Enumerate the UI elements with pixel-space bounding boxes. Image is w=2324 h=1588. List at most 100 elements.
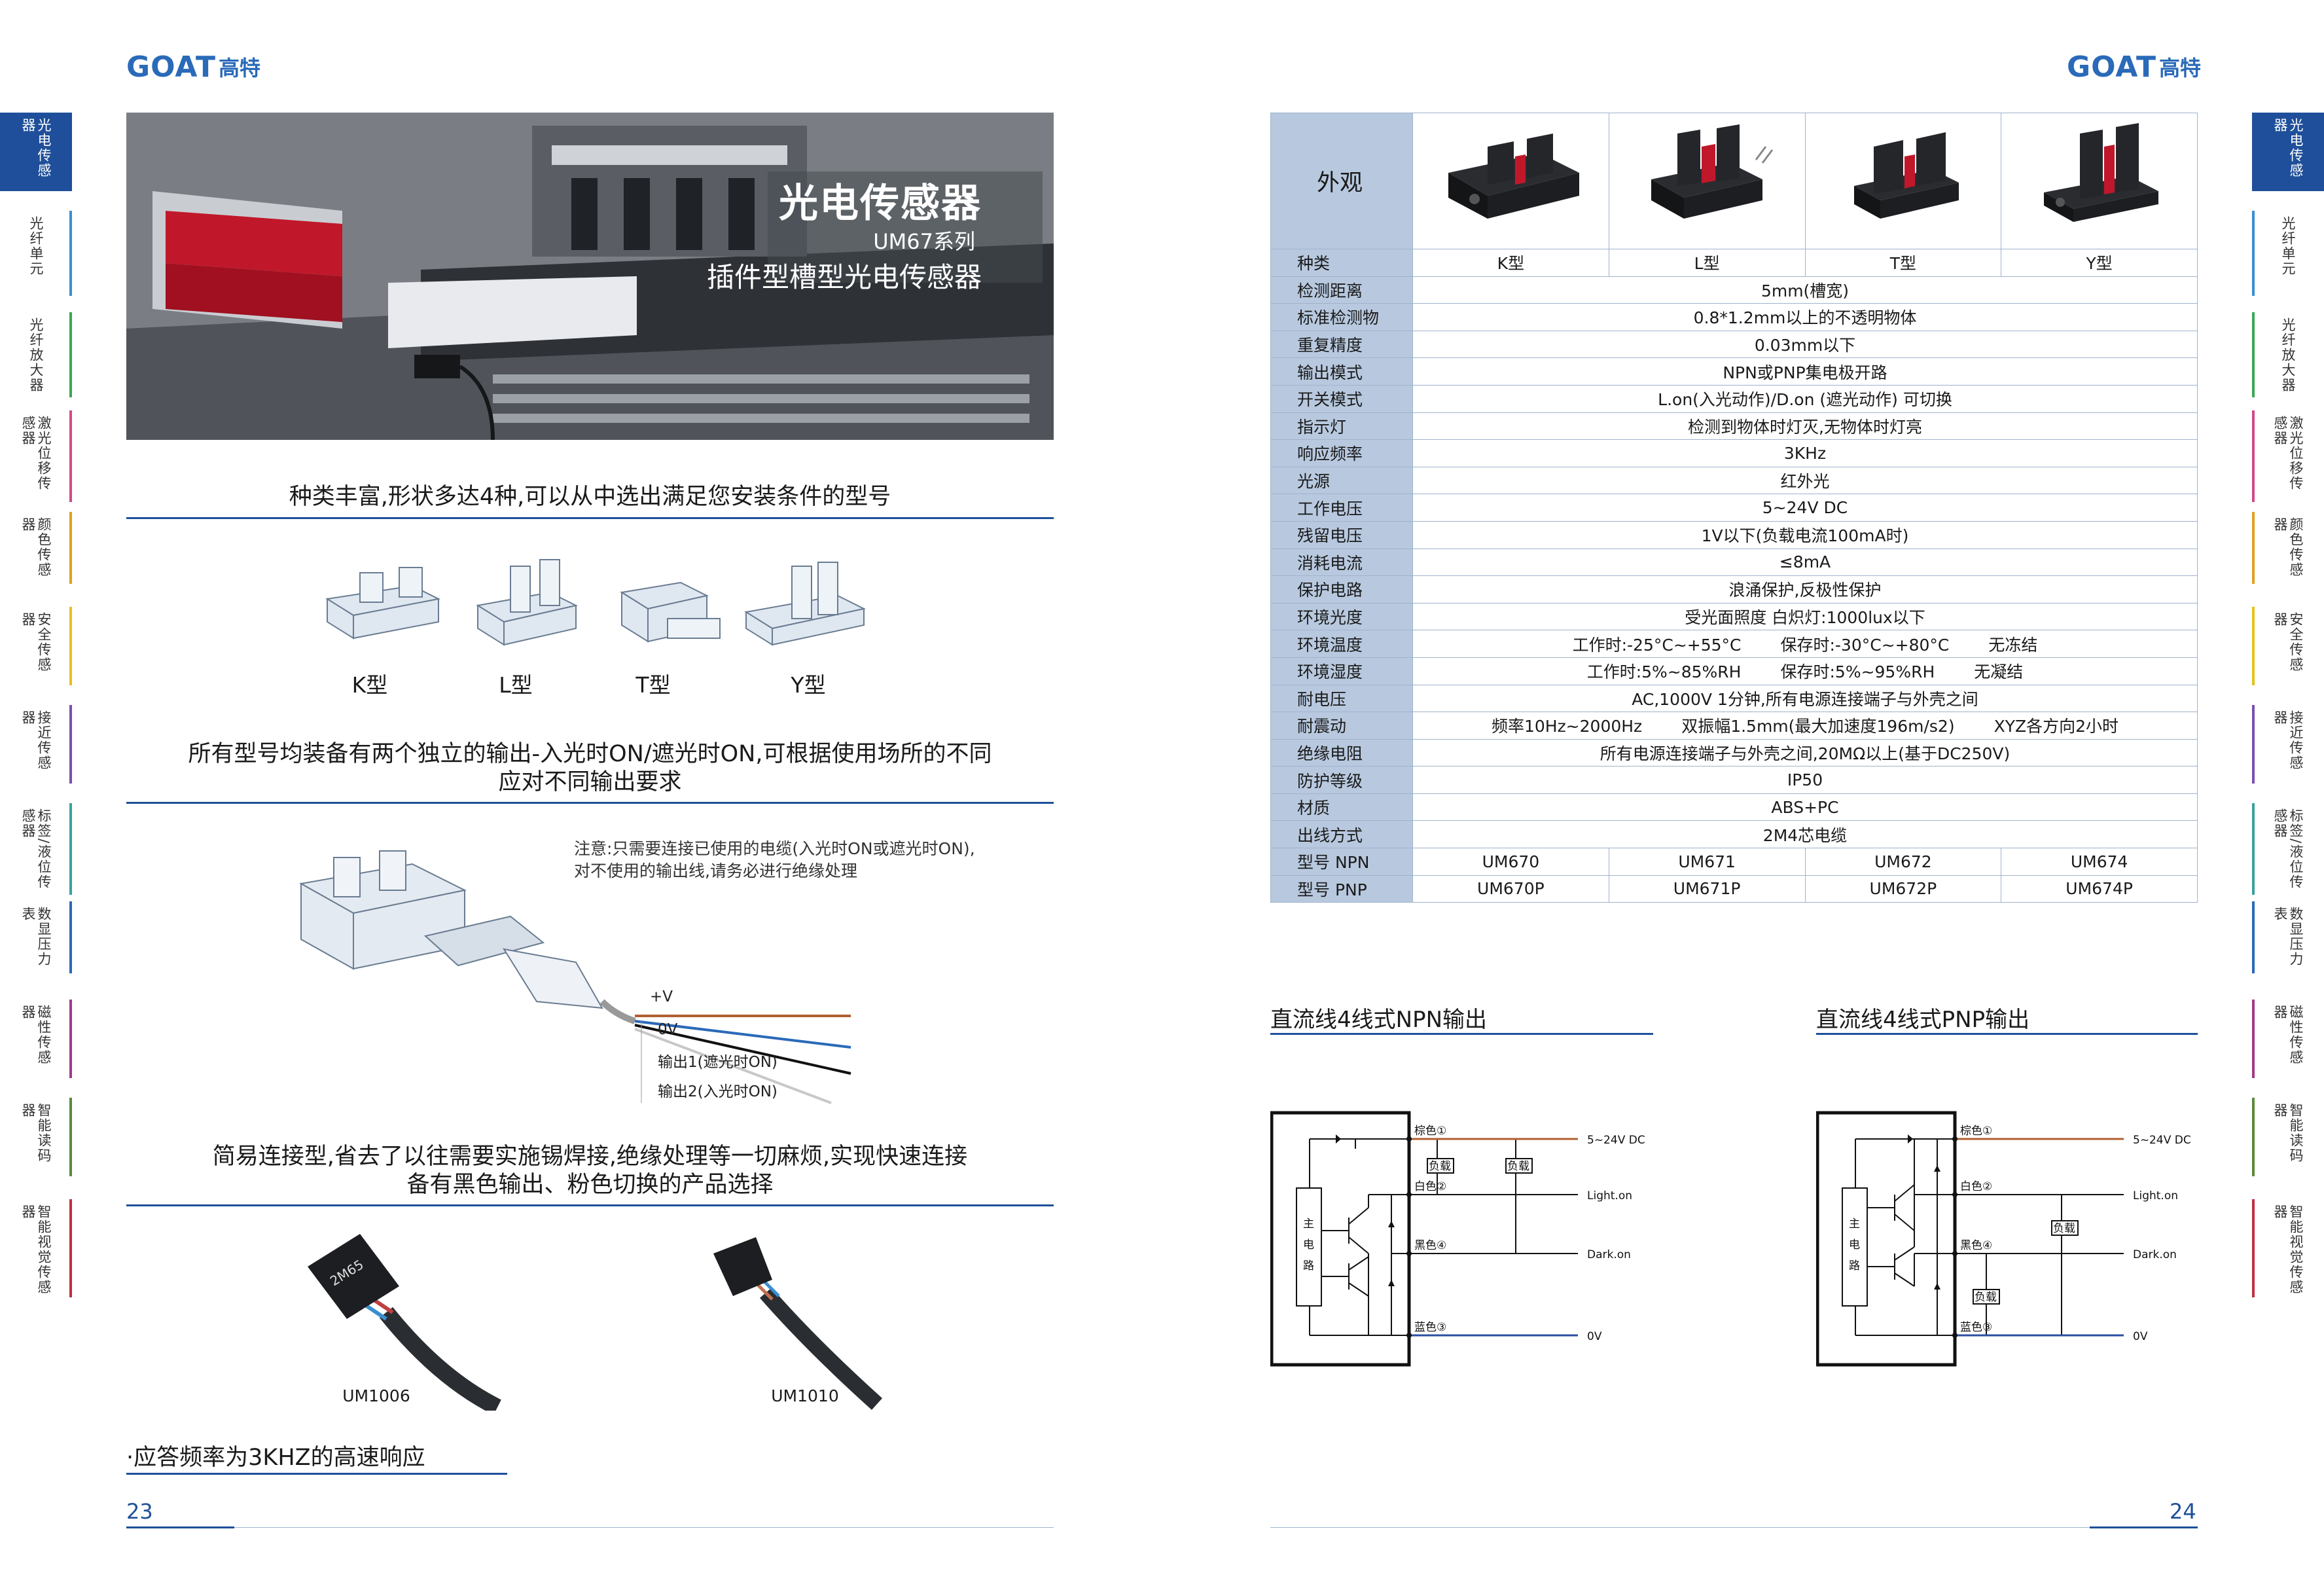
side-tab-3[interactable]: 激光位移传感器 [0,410,72,502]
side-tab-color-bar [2252,410,2255,502]
section-title-connect-2: 备有黑色输出、粉色切换的产品选择 [406,1172,774,1198]
pnp-supply-label: 5~24V DC [2133,1134,2191,1147]
npn-blue-label: 蓝色③ [1414,1321,1446,1334]
side-tab-2[interactable]: 光纤放大器 [0,312,72,397]
side-tab-2[interactable]: 光纤放大器 [2252,312,2324,397]
sensor-l-image-cell [1608,113,1806,249]
npn-diagram-title: 直流线4线式NPN输出 [1270,1007,1488,1033]
spec-model-cell: UM671P [1608,875,1806,903]
side-tab-11[interactable]: 智能视觉传感器 [2252,1199,2324,1297]
spec-model-cell: UM672P [1804,875,2002,903]
spec-label: 环境湿度 [1270,657,1413,685]
spec-value: ≤8mA [1412,548,2198,577]
spec-value: L.on(入光动作)/D.on (遮光动作) 可切换 [1412,384,2198,413]
spec-label: 光源 [1270,466,1413,495]
side-tab-4[interactable]: 颜色传感器 [2252,512,2324,584]
spec-value-part: 无凝结 [1974,662,2024,682]
side-tab-6[interactable]: 接近传感器 [0,705,72,784]
side-tab-label: 数显压力表 [20,907,52,967]
side-tab-label: 数显压力表 [2272,907,2304,967]
section-title-response: ·应答频率为3KHZ的高速响应 [126,1445,425,1471]
side-tab-3[interactable]: 激光位移传感器 [2252,410,2324,502]
side-tab-label: 光纤单元 [28,216,44,276]
side-tab-label: 磁性传感器 [20,1005,52,1065]
side-tab-label: 光纤放大器 [2280,317,2296,393]
spec-value: NPN或PNP集电极开路 [1412,357,2198,386]
sensor-t-image-cell [1804,113,2002,249]
spec-row: 保护电路浪涌保护,反极性保护 [1270,575,2198,604]
brand-logo-left: GOAT 高特 [126,47,260,86]
logo-cn: 高特 [219,56,261,81]
side-tab-4[interactable]: 颜色传感器 [0,512,72,584]
side-tab-9[interactable]: 磁性传感器 [2252,1000,2324,1078]
side-tab-0[interactable]: 光电传感器 [0,113,72,191]
npn-dark-label: Dark.on [1587,1248,1631,1261]
side-tab-9[interactable]: 磁性传感器 [0,1000,72,1078]
side-tab-color-bar [2252,312,2255,397]
side-tab-5[interactable]: 安全传感器 [0,607,72,685]
side-tab-color-bar [2252,1000,2255,1078]
side-tab-label: 标签/液位传感器 [20,808,52,890]
npn-black-label: 黑色④ [1414,1239,1446,1252]
footer-rule-right-bold [2090,1526,2198,1528]
npn-supply-label: 5~24V DC [1587,1134,1645,1147]
main-circuit-char-1: 主 [1303,1218,1314,1231]
spec-label: 开关模式 [1270,384,1413,413]
pnp-brown-label: 棕色① [1960,1125,1992,1138]
section-divider [126,1204,1054,1206]
side-tab-7[interactable]: 标签/液位传感器 [2252,803,2324,895]
side-tab-label: 磁性传感器 [2272,1005,2304,1065]
side-tab-11[interactable]: 智能视觉传感器 [0,1199,72,1297]
spec-value-part: 工作时:-25°C~+55°C [1572,635,1742,655]
side-tab-6[interactable]: 接近传感器 [2252,705,2324,784]
main-circuit-char-2: 电 [1849,1238,1860,1252]
side-tab-color-bar [69,901,72,973]
cable-label-um1010: UM1010 [771,1386,839,1405]
sensor-y-image [2043,122,2158,222]
spec-value-part: 双振幅1.5mm(最大加速度196m/s2) [1681,717,1955,736]
side-tab-color-bar [69,512,72,584]
side-tab-0[interactable]: 光电传感器 [2252,113,2324,191]
side-tab-10[interactable]: 智能读码器 [0,1098,72,1176]
side-tab-label: 激光位移传感器 [20,416,52,491]
hero-series: UM67系列 [873,229,975,254]
spec-model-cell: UM670P [1412,875,1609,903]
pnp-dark-label: Dark.on [2133,1248,2177,1261]
spec-model-cell: UM674 [2001,848,2198,876]
spec-label: 检测距离 [1270,276,1413,304]
side-tab-1[interactable]: 光纤单元 [0,211,72,296]
pnp-diagram-title: 直流线4线式PNP输出 [1816,1007,2030,1033]
type-label-l: L型 [499,672,533,698]
spec-label: 耐电压 [1270,684,1413,713]
logo-cn: 高特 [2159,56,2202,81]
spec-label: 输出模式 [1270,357,1413,386]
side-tab-color-bar [69,1098,72,1176]
spec-value-part: 保存时:-30°C~+80°C [1780,635,1950,655]
spec-value: 红外光 [1412,466,2198,495]
section-divider [126,517,1054,519]
side-tab-8[interactable]: 数显压力表 [0,901,72,973]
spec-cell: K型 [1412,249,1609,277]
pnp-black-label: 黑色④ [1960,1239,1992,1252]
footer-rule-right [1270,1527,2090,1528]
side-tab-10[interactable]: 智能读码器 [2252,1098,2324,1176]
side-tab-5[interactable]: 安全传感器 [2252,607,2324,685]
side-tab-color-bar [69,1000,72,1078]
side-tab-1[interactable]: 光纤单元 [2252,211,2324,296]
spec-value: 2M4芯电缆 [1412,820,2198,849]
pnp-light-label: Light.on [2133,1189,2178,1202]
side-tab-8[interactable]: 数显压力表 [2252,901,2324,973]
sensor-l-image [1651,124,1774,219]
side-tab-7[interactable]: 标签/液位传感器 [0,803,72,895]
sensor-k-image [1448,133,1580,219]
